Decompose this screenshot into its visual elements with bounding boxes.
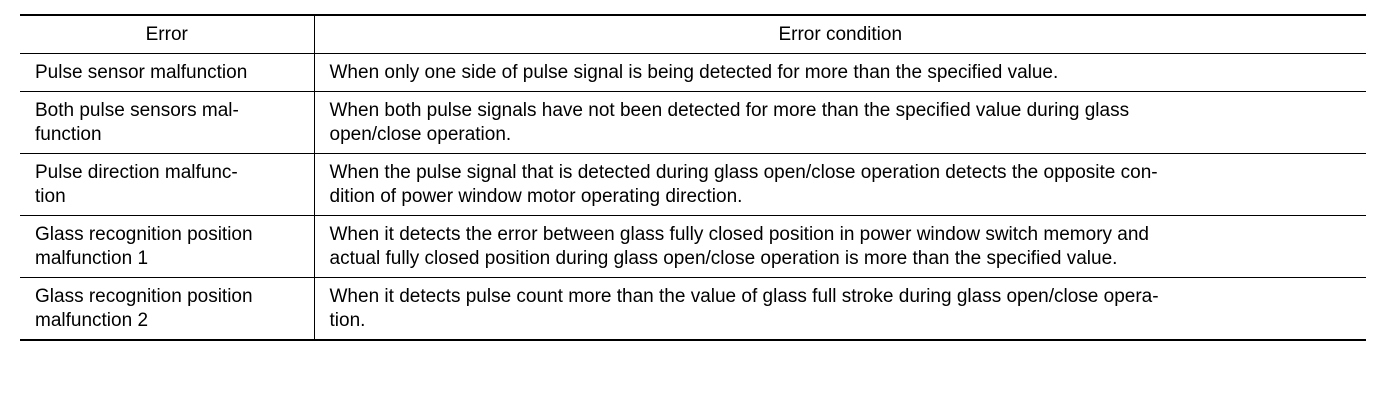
table-row: Glass recognition position malfunction 2… (20, 277, 1366, 341)
condition-cell: When it detects the error between glass … (314, 215, 1366, 278)
error-cell: Pulse direction malfunc- tion (20, 153, 315, 216)
table-row: Pulse direction malfunc- tion When the p… (20, 153, 1366, 216)
table-row: Both pulse sensors mal- function When bo… (20, 91, 1366, 154)
error-text: Pulse sensor malfunction (35, 62, 248, 83)
error-cell: Pulse sensor malfunction (20, 53, 315, 92)
header-error-condition: Error condition (314, 15, 1366, 54)
error-condition-table: Error Error condition Pulse sensor malfu… (20, 14, 1366, 341)
table-row: Glass recognition position malfunction 1… (20, 215, 1366, 278)
error-cell: Glass recognition position malfunction 1 (20, 215, 315, 278)
error-text: tion (35, 186, 66, 207)
header-error: Error (20, 15, 315, 54)
condition-text: When both pulse signals have not been de… (329, 100, 1130, 121)
error-text: function (35, 124, 102, 145)
error-condition-table-container: Error Error condition Pulse sensor malfu… (20, 14, 1366, 341)
table-row: Pulse sensor malfunction When only one s… (20, 53, 1366, 92)
condition-text: When it detects the error between glass … (329, 224, 1150, 245)
condition-text: When only one side of pulse signal is be… (329, 62, 1059, 83)
condition-cell: When the pulse signal that is detected d… (314, 153, 1366, 216)
condition-cell: When both pulse signals have not been de… (314, 91, 1366, 154)
condition-text: When the pulse signal that is detected d… (329, 162, 1158, 183)
condition-cell: When it detects pulse count more than th… (314, 278, 1366, 341)
error-text: Pulse direction malfunc- (35, 162, 238, 183)
error-cell: Glass recognition position malfunction 2 (20, 277, 315, 340)
error-text: Glass recognition position (35, 286, 253, 307)
condition-text: dition of power window motor operating d… (329, 186, 743, 207)
condition-cell: When only one side of pulse signal is be… (314, 53, 1366, 92)
condition-text: open/close operation. (329, 124, 512, 145)
error-cell: Both pulse sensors mal- function (20, 91, 315, 154)
table-header-row: Error Error condition (20, 15, 1366, 54)
error-text: malfunction 2 (35, 310, 149, 331)
condition-text: actual fully closed position during glas… (329, 248, 1118, 269)
error-text: Both pulse sensors mal- (35, 100, 239, 121)
condition-text: When it detects pulse count more than th… (329, 286, 1159, 307)
error-text: Glass recognition position (35, 224, 253, 245)
condition-text: tion. (329, 310, 366, 331)
error-text: malfunction 1 (35, 248, 149, 269)
